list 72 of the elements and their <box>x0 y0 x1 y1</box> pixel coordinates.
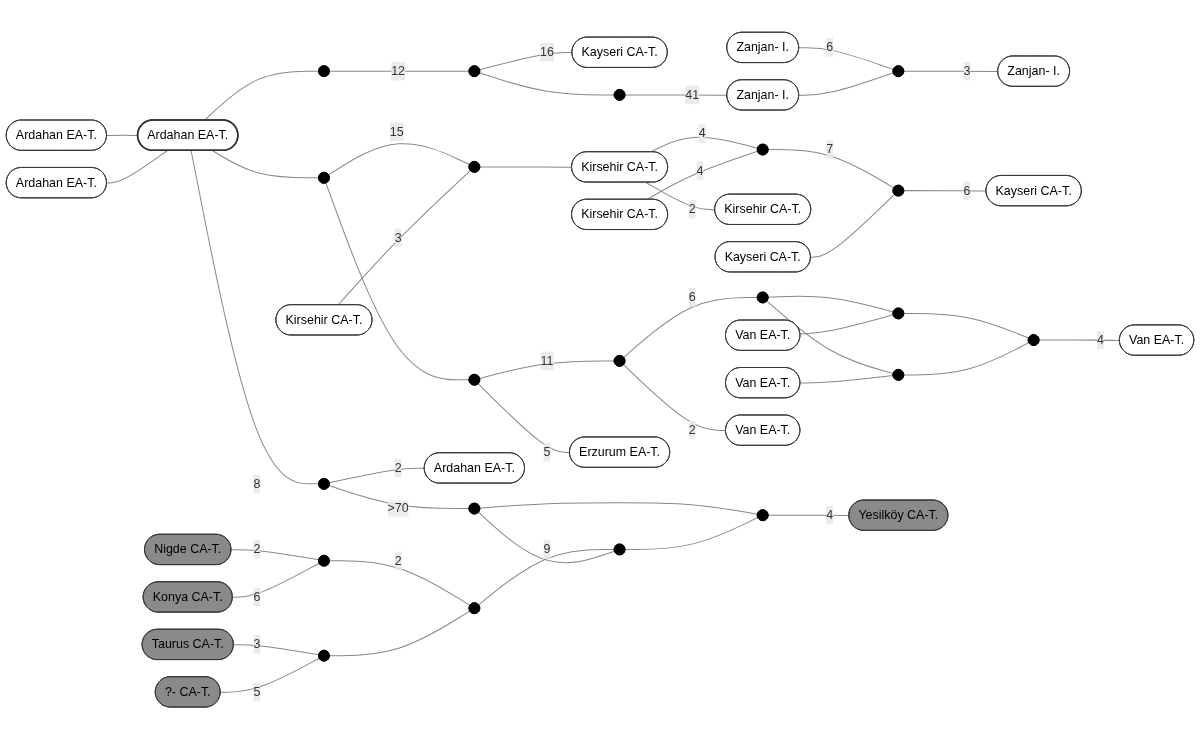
connector <box>624 517 759 551</box>
edge-label: 3 <box>394 231 402 245</box>
connector <box>204 71 319 122</box>
edge-label: 3 <box>963 64 971 78</box>
edge-label: 6 <box>688 290 696 305</box>
connector <box>478 549 615 606</box>
connector <box>479 502 758 516</box>
edge-label: 15 <box>389 125 404 139</box>
edge-label: 6 <box>826 40 834 54</box>
connector <box>810 194 895 259</box>
connector <box>479 360 615 380</box>
connector <box>328 610 471 657</box>
connector <box>903 190 987 192</box>
edge-label: 12 <box>391 64 406 78</box>
connector <box>623 364 727 432</box>
connector <box>1038 339 1121 342</box>
edge-label: 5 <box>253 685 261 699</box>
connector <box>328 485 470 510</box>
edge-label: 2 <box>394 461 402 475</box>
connector <box>646 151 759 201</box>
connector <box>477 383 571 454</box>
connector <box>328 143 470 176</box>
connector <box>623 297 758 359</box>
connector <box>233 644 320 656</box>
connector <box>328 560 471 607</box>
edge-label: 16 <box>540 45 554 59</box>
connector <box>767 149 895 189</box>
connector <box>645 182 716 211</box>
edge-label: 4 <box>826 508 834 522</box>
edge-label: 3 <box>253 637 261 651</box>
connector <box>328 71 470 72</box>
connector <box>328 468 426 484</box>
connector <box>767 515 850 517</box>
edge-label: 4 <box>1096 333 1104 347</box>
connector <box>903 71 999 73</box>
edge-label: 8 <box>253 477 261 491</box>
connector <box>232 563 320 599</box>
connector <box>799 314 894 335</box>
connector <box>903 313 1030 339</box>
edge-label: 2 <box>394 554 402 568</box>
connector <box>477 512 615 564</box>
connector <box>479 166 573 169</box>
edge-label: 11 <box>540 354 554 368</box>
connector <box>766 300 894 375</box>
edge-label: 9 <box>543 542 551 557</box>
connector <box>479 52 573 71</box>
connector <box>799 375 894 384</box>
connector <box>325 182 470 381</box>
connector <box>220 658 320 694</box>
connector <box>337 170 471 306</box>
connector <box>798 47 894 71</box>
edge-label: 6 <box>963 183 971 198</box>
connector <box>767 296 894 313</box>
connector <box>190 150 319 485</box>
connector <box>479 72 615 96</box>
connector <box>650 137 758 153</box>
edge-label: 6 <box>253 590 261 604</box>
connector <box>230 549 320 561</box>
edge-label: 2 <box>253 542 261 557</box>
edge-label: >70 <box>387 501 409 516</box>
connector <box>624 94 728 97</box>
edge-label: 2 <box>688 423 696 437</box>
edge-label: 4 <box>698 126 706 141</box>
edge-label: 41 <box>685 88 700 102</box>
connector <box>106 150 168 184</box>
connector <box>903 342 1030 376</box>
edge-label: 2 <box>688 202 696 216</box>
connector <box>212 150 319 179</box>
edge-label: 7 <box>826 142 834 157</box>
edge-label: 5 <box>543 445 551 459</box>
connector <box>798 72 894 97</box>
edge-label: 4 <box>696 164 704 178</box>
